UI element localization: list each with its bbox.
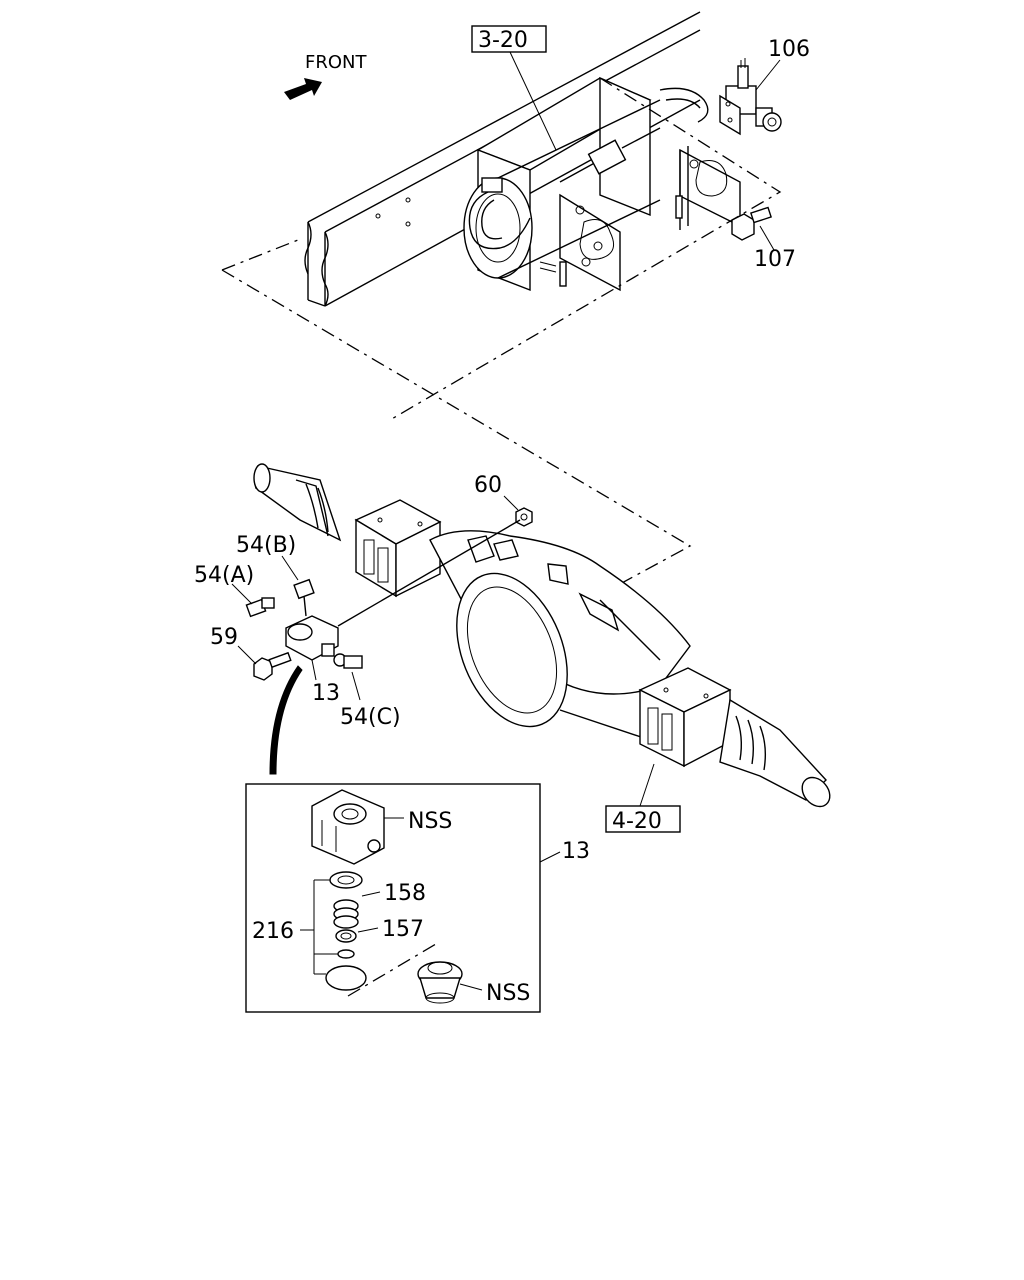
ref-box-top: 3-20 — [471, 25, 547, 53]
part-106-valve — [719, 58, 782, 136]
part-13-relay-valve — [245, 578, 363, 681]
part-107-bolt — [731, 206, 772, 241]
detail-callout-216: 216 — [252, 919, 294, 944]
front-label: FRONT — [305, 52, 367, 73]
detail-callout-157: 157 — [382, 917, 424, 942]
detail-box: NSS 158 157 216 NSS — [245, 783, 541, 1013]
callout-54c: 54(C) — [340, 705, 401, 730]
front-indicator: FRONT — [284, 52, 367, 100]
rear-axle — [253, 463, 831, 808]
detail-nss-top: NSS — [408, 809, 452, 834]
part-60-nut — [515, 507, 533, 527]
detail-callout-158: 158 — [384, 881, 426, 906]
ref-top-text: 3-20 — [478, 28, 528, 53]
detail-ref-13: 13 — [562, 839, 590, 864]
front-arrow-icon — [284, 78, 322, 100]
detail-part-157 — [335, 927, 379, 943]
ref-box-bottom: 4-20 — [605, 805, 681, 834]
callout-59: 59 — [210, 625, 238, 650]
ref-bottom-text: 4-20 — [612, 809, 662, 834]
detail-nss-bottom: NSS — [486, 981, 530, 1006]
callout-106: 106 — [768, 37, 810, 62]
callout-13: 13 — [312, 681, 340, 706]
frame-assembly — [221, 11, 782, 585]
detail-pointer-arrow — [269, 665, 303, 775]
callout-54b: 54(B) — [236, 533, 296, 558]
detail-piston-nss — [417, 961, 463, 1004]
callout-54a: 54(A) — [194, 563, 254, 588]
callout-60: 60 — [474, 473, 502, 498]
detail-valve-body — [311, 789, 385, 865]
callout-107: 107 — [754, 247, 796, 272]
